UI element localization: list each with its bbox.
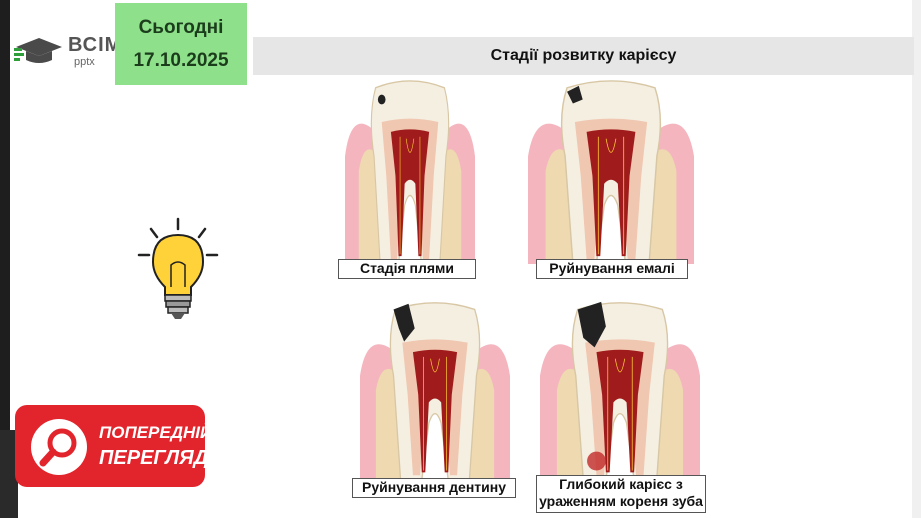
tooth-illustration-stage-3 [360, 302, 510, 480]
magnifier-icon [31, 419, 87, 475]
graduation-cap-icon [14, 38, 62, 63]
logo: ВСІМ pptx [10, 30, 123, 70]
stage-caption-4: Глибокий карієс з ураженням кореня зуба [536, 475, 706, 513]
logo-title: ВСІМ [68, 34, 123, 56]
stage-caption-2: Руйнування емалі [536, 259, 688, 279]
light-bulb-icon [137, 217, 219, 319]
preview-badge[interactable]: ПОПЕРЕДНІЙ ПЕРЕГЛЯД [15, 405, 212, 487]
tooth-illustration-stage-1 [345, 80, 475, 264]
slide-title-bar: Стадії розвитку карієсу [253, 37, 914, 75]
tooth-illustration-stage-2 [528, 80, 694, 264]
date-label: Сьогодні [138, 17, 224, 38]
date-value: 17.10.2025 [133, 50, 229, 71]
stage-caption-3: Руйнування дентину [352, 478, 516, 498]
slide-title: Стадії розвитку карієсу [490, 47, 677, 64]
logo-subtitle: pptx [74, 56, 95, 68]
left-edge-strip [0, 0, 10, 518]
stage-caption-1: Стадія плями [338, 259, 476, 279]
preview-line-1: ПОПЕРЕДНІЙ [99, 423, 213, 442]
date-box: Сьогодні 17.10.2025 [115, 3, 247, 85]
left-dark-panel [0, 430, 18, 518]
preview-line-2: ПЕРЕГЛЯД [99, 447, 209, 469]
right-edge-strip [912, 0, 921, 518]
tooth-illustration-stage-4 [540, 301, 700, 480]
